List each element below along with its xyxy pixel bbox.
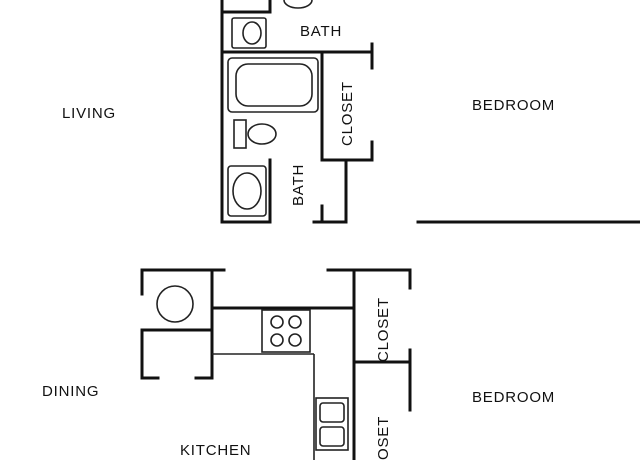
sink-icon bbox=[227, 165, 267, 217]
kitchen-sink-icon bbox=[315, 397, 349, 451]
label-bath-side: BATH bbox=[290, 164, 307, 206]
label-closet-top: CLOSET bbox=[339, 81, 356, 146]
label-bedroom-top: BEDROOM bbox=[472, 97, 555, 114]
label-kitchen: KITCHEN bbox=[180, 442, 251, 459]
lower-walls bbox=[140, 268, 412, 460]
water-heater-icon bbox=[156, 285, 194, 323]
bathtub-icon bbox=[227, 57, 319, 113]
fixture-partial-icon bbox=[283, 0, 313, 9]
toilet-side-icon bbox=[233, 119, 277, 149]
stove-icon bbox=[261, 309, 311, 353]
label-bath-top: BATH bbox=[300, 23, 342, 40]
label-closet-mid: CLOSET bbox=[375, 297, 392, 362]
label-closet-bottom: OSET bbox=[375, 416, 392, 460]
label-bedroom-bottom: BEDROOM bbox=[472, 389, 555, 406]
upper-walls bbox=[220, 0, 640, 224]
toilet-top-icon bbox=[231, 17, 267, 49]
label-dining: DINING bbox=[42, 383, 99, 400]
label-living: LIVING bbox=[62, 105, 116, 122]
